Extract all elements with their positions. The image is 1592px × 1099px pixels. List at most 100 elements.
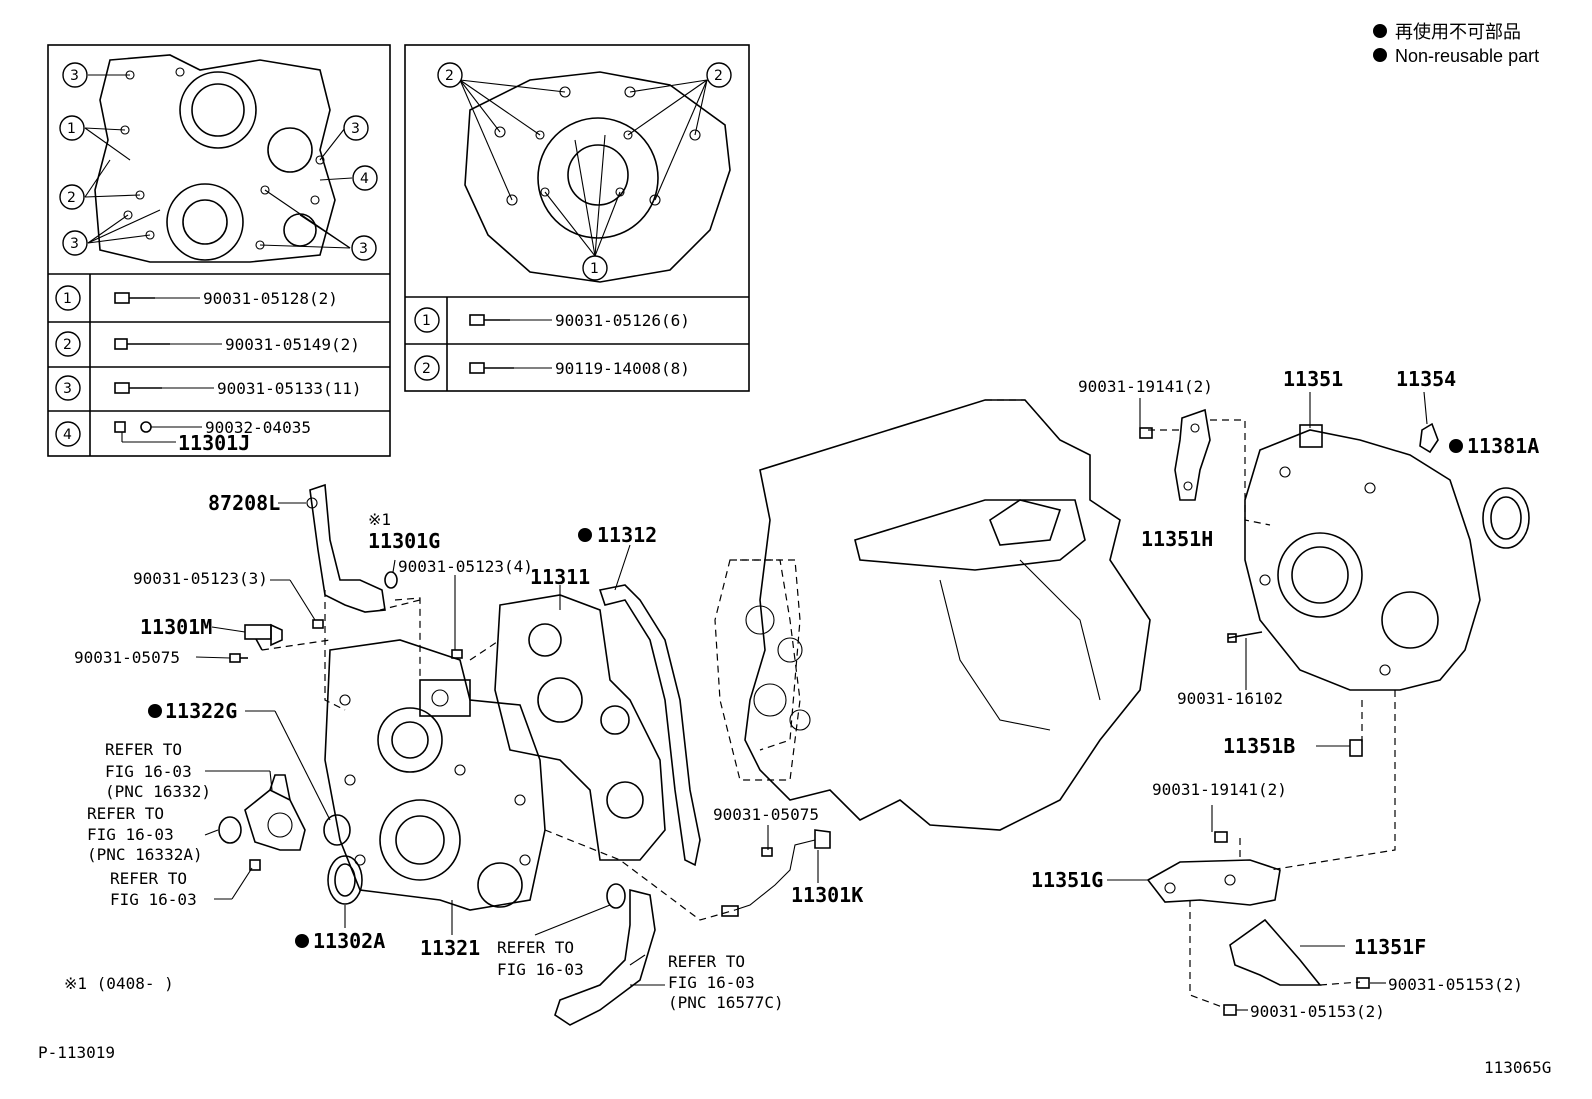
bolt-icon	[114, 338, 222, 350]
bolt-icon	[469, 362, 552, 374]
refer-3-line1: REFER TO	[110, 869, 187, 888]
refer-2-line1: REFER TO	[87, 804, 164, 823]
label-90031-19141-b: 90031-19141(2)	[1152, 780, 1287, 799]
water-pipe-lower	[554, 888, 656, 1026]
legend-line-jp: 再使用不可部品	[1395, 22, 1521, 42]
label-11301g: 11301G	[368, 529, 440, 553]
svg-text:3: 3	[63, 381, 72, 397]
bolt-icon	[114, 382, 214, 394]
svg-text:1: 1	[590, 261, 599, 277]
legend-line-en: Non-reusable part	[1395, 46, 1539, 66]
svg-text:1: 1	[422, 313, 431, 329]
bolt-90031-05153	[1223, 1004, 1237, 1016]
svg-text:2: 2	[445, 68, 454, 84]
o-ring	[218, 816, 242, 844]
oil-seal-11381a	[1482, 487, 1530, 549]
label-11312: 11312	[597, 523, 657, 547]
non-reusable-dot-icon	[1373, 48, 1387, 62]
part-number: 90032-04035	[205, 418, 311, 437]
refer-5-line2: FIG 16-03	[668, 973, 755, 992]
legend: 再使用不可部品 Non-reusable part	[1373, 22, 1539, 66]
svg-text:3: 3	[70, 236, 79, 252]
part-number: 90031-05126(6)	[555, 311, 690, 330]
sensor-11301m	[244, 623, 283, 651]
bolt-90031-05123-3	[312, 619, 324, 629]
o-ring-11301g	[384, 571, 398, 589]
bolt-icon	[114, 292, 200, 304]
non-reusable-dot-icon	[1449, 439, 1463, 453]
svg-text:2: 2	[422, 361, 431, 377]
bracket-11351g	[1146, 859, 1281, 906]
sensor-11301k	[721, 829, 831, 917]
svg-text:3: 3	[70, 68, 79, 84]
label-90031-05153-b: 90031-05153(2)	[1250, 1002, 1385, 1021]
bracket-11351h	[1174, 408, 1211, 501]
label-90031-05123-4: 90031-05123(4)	[398, 557, 533, 576]
label-11311: 11311	[530, 565, 590, 589]
label-11302a: 11302A	[313, 929, 385, 953]
footnote: ※1 (0408- )	[64, 974, 174, 993]
o-ring-11322g	[323, 814, 351, 846]
bracket-11351f	[1229, 918, 1322, 986]
refer-4-line1: REFER TO	[497, 938, 574, 957]
svg-text:1: 1	[63, 291, 72, 307]
bolt-90031-05153	[1356, 977, 1370, 989]
svg-text:1: 1	[67, 121, 76, 137]
label-90031-05153-a: 90031-05153(2)	[1388, 975, 1523, 994]
bolt-refer	[249, 859, 261, 871]
inset-right-frame	[404, 44, 750, 392]
part-number: 90031-05128(2)	[203, 289, 338, 308]
inset-left-table: 1 90031-05128(2) 2 90031-05149(2) 3 9003…	[55, 285, 362, 455]
bolt-90031-05123-4	[451, 649, 463, 659]
gasket-11311	[494, 594, 666, 861]
timing-cover-outline	[94, 54, 336, 263]
footer-left-code: P-113019	[38, 1043, 115, 1062]
label-11351: 11351	[1283, 367, 1343, 391]
label-11321: 11321	[420, 936, 480, 960]
engine-block-outline	[740, 399, 1151, 831]
label-90031-05075-b: 90031-05075	[713, 805, 819, 824]
oil-seal-11302a	[327, 855, 363, 905]
bolt-90031-05075	[229, 653, 248, 663]
inset-left-leaders	[84, 74, 353, 249]
refer-2-line3: (PNC 16332A)	[87, 845, 203, 864]
refer-2-line2: FIG 16-03	[87, 825, 174, 844]
assembly-dashed-lines	[261, 419, 1396, 1009]
label-90031-05075-a: 90031-05075	[74, 648, 180, 667]
non-reusable-dot-icon	[1373, 24, 1387, 38]
label-90031-16102: 90031-16102	[1177, 689, 1283, 708]
inset-left-frame	[47, 44, 391, 457]
plug-11351b	[1349, 739, 1363, 757]
refer-1-line2: FIG 16-03	[105, 762, 192, 781]
svg-text:4: 4	[63, 427, 72, 443]
label-11301k: 11301K	[791, 883, 863, 907]
inset-right-table: 1 90031-05126(6) 2 90119-14008(8)	[414, 307, 690, 381]
footer-right-code: 113065G	[1484, 1058, 1551, 1077]
svg-text:2: 2	[67, 190, 76, 206]
label-11381a: 11381A	[1467, 434, 1539, 458]
svg-text:3: 3	[351, 121, 360, 137]
gasket-11312	[598, 584, 701, 867]
bolt-90031-19141	[1139, 427, 1153, 439]
refer-5-line3: (PNC 16577C)	[668, 993, 784, 1012]
part-number-11301j: 11301J	[178, 431, 250, 455]
label-11301m: 11301M	[140, 615, 212, 639]
bolt-icon	[114, 421, 202, 443]
non-reusable-dot-icon	[578, 528, 592, 542]
label-11322g: 11322G	[165, 699, 237, 723]
refer-5-line1: REFER TO	[668, 952, 745, 971]
gasket-dashed	[714, 559, 801, 781]
leader-lines	[195, 391, 1428, 1011]
part-number: 90031-05133(11)	[217, 379, 362, 398]
label-90031-19141-a: 90031-19141(2)	[1078, 377, 1213, 396]
note-mark: ※1	[368, 510, 391, 529]
bolt-90031-19141	[1214, 831, 1228, 843]
part-number: 90119-14008(8)	[555, 359, 690, 378]
svg-text:3: 3	[359, 241, 368, 257]
bolt-icon	[469, 314, 552, 326]
water-inlet-housing	[244, 774, 306, 851]
flywheel-housing-11351	[1244, 424, 1481, 691]
inset-left: 3 1 2 3 3 4 3 1 90031-05128(2) 2 90031-0…	[47, 44, 391, 457]
o-ring	[606, 883, 626, 909]
